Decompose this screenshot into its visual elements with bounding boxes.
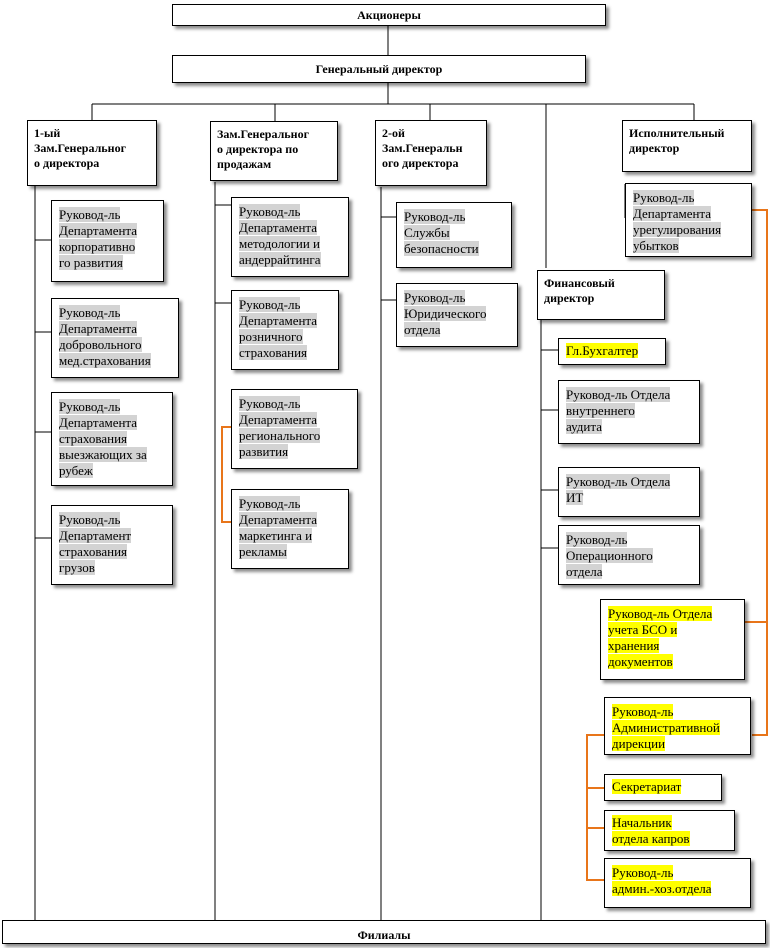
- unit-claims-settlement: Руковод-ль Департамента урегулирования у…: [625, 183, 752, 257]
- unit-internal-audit: Руковод-ль Отдела внутреннего аудита: [558, 380, 700, 444]
- unit-cargo-insurance: Руковод-ль Департамент страхования грузо…: [51, 505, 173, 585]
- branches-label: Филиалы: [357, 927, 411, 942]
- sales-deputy-label: Зам.Генеральног о директора по продажам: [217, 127, 310, 171]
- shareholders-box: Акционеры: [172, 4, 606, 26]
- shareholders-label: Акционеры: [357, 7, 421, 22]
- unit-chief-accountant: Гл.Бухгалтер: [558, 338, 666, 365]
- unit-travel-insurance: Руковод-ль Департамента страхования выез…: [51, 392, 173, 486]
- unit-administrative-directorate: Руковод-ль Административной дирекции: [604, 697, 751, 755]
- unit-it-department: Руковод-ль Отдела ИТ: [558, 467, 700, 517]
- general-director-box: Генеральный директор: [172, 55, 586, 83]
- unit-legal-department: Руковод-ль Юридического отдела: [396, 283, 518, 347]
- second-deputy-label: 2-ой Зам.Генеральн ого директора: [382, 126, 463, 170]
- sales-deputy-box: Зам.Генеральног о директора по продажам: [210, 121, 338, 181]
- finance-director-label: Финансовый директор: [544, 276, 615, 305]
- unit-retail-insurance: Руковод-ль Департамента розничного страх…: [231, 290, 339, 370]
- branches-box: Филиалы: [2, 920, 766, 944]
- executive-director-box: Исполнительный директор: [622, 120, 752, 172]
- unit-operations-department: Руковод-ль Операционного отдела: [558, 525, 700, 585]
- finance-director-box: Финансовый директор: [537, 270, 665, 320]
- unit-regional-development: Руковод-ль Департамента регионального ра…: [231, 389, 358, 469]
- second-deputy-box: 2-ой Зам.Генеральн ого директора: [375, 120, 487, 186]
- unit-admin-household: Руковод-ль админ.-хоз.отдела: [604, 858, 751, 908]
- unit-bso-documents: Руковод-ль Отдела учета БСО и хранения д…: [600, 599, 745, 680]
- unit-marketing-advertising: Руковод-ль Департамента маркетинга и рек…: [231, 489, 349, 569]
- unit-corporate-development: Руковод-ль Департамента корпоративно го …: [51, 200, 164, 282]
- unit-methodology-underwriting: Руковод-ль Департамента методологии и ан…: [231, 197, 349, 277]
- first-deputy-box: 1-ый Зам.Генеральног о директора: [27, 120, 157, 186]
- unit-secretariat: Секретариат: [604, 774, 722, 801]
- general-director-label: Генеральный директор: [315, 61, 443, 76]
- first-deputy-label: 1-ый Зам.Генеральног о директора: [34, 126, 127, 170]
- unit-hr-department: Начальник отдела капров: [604, 810, 735, 851]
- unit-voluntary-medical-insurance: Руковод-ль Департамента добровольного ме…: [51, 298, 179, 378]
- executive-director-label: Исполнительный директор: [629, 126, 725, 155]
- unit-security-service: Руковод-ль Службы безопасности: [396, 202, 512, 268]
